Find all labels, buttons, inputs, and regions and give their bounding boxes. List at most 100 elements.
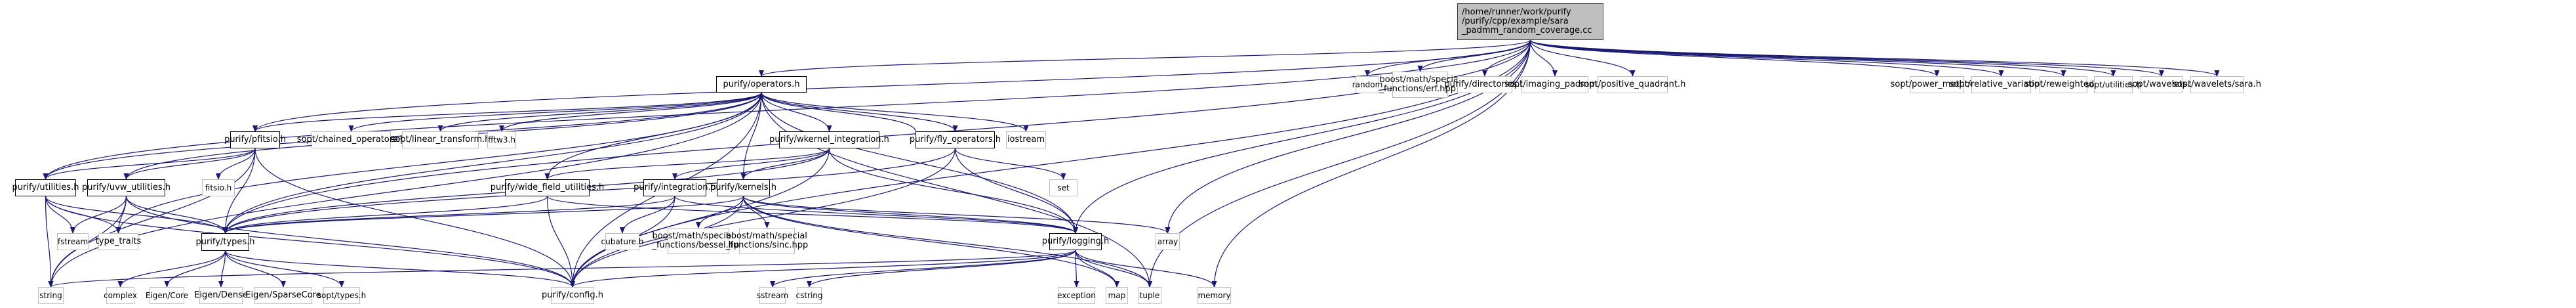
edge-logging-to-string — [49, 250, 1076, 288]
edge-kernels-to-map — [742, 196, 1119, 288]
node-pfitsio[interactable]: purify/pfitsio.h — [224, 131, 286, 148]
node-set: set — [1049, 179, 1077, 196]
edge-logging-to-cstring — [807, 250, 1076, 288]
node-map: map — [1106, 287, 1128, 304]
node-imaging-padmm: sopt/imaging_padmm.h — [1504, 76, 1605, 93]
edge-operators-to-types — [222, 92, 762, 234]
edge-root-to-positive_quadrant — [1529, 39, 1636, 77]
node-wavelets: sopt/wavelets.h — [2128, 76, 2195, 93]
node-types[interactable]: purify/types.h — [195, 233, 255, 251]
node-logging[interactable]: purify/logging.h — [1042, 233, 1109, 250]
node-cubature: cubature.h — [601, 233, 643, 250]
node-erf: boost/math/special _functions/erf.hpp — [1379, 72, 1461, 98]
node-fitsio: fitsio.h — [202, 179, 235, 196]
node-linear-transform: sopt/linear_transform.h — [391, 131, 490, 148]
node-bessel: boost/math/special _functions/bessel.hpp — [652, 228, 745, 254]
node-array: array — [1156, 233, 1180, 250]
node-positive-quadrant: sopt/positive_quadrant.h — [1580, 76, 1685, 93]
edge-wkernel-to-widefield — [544, 148, 830, 180]
node-complex: complex — [104, 287, 137, 304]
node-type-traits: type_traits — [96, 233, 141, 250]
edge-root-to-wavelets — [1529, 39, 2164, 77]
edge-uvw-to-fstream — [70, 196, 127, 234]
edge-operators-to-fly — [761, 92, 958, 132]
edge-widefield-to-types — [222, 196, 548, 234]
edge-uvw-to-config — [125, 196, 575, 288]
node-config: purify/config.h — [542, 287, 603, 304]
edge-operators-to-kernels — [740, 92, 762, 180]
edge-logging-to-sstream — [770, 250, 1076, 288]
edge-kernels-to-types — [222, 196, 744, 234]
edge-operators-to-type_traits — [115, 92, 762, 234]
edge-operators-to-widefield — [544, 92, 762, 180]
edge-operators-to-string — [48, 92, 762, 288]
edge-integration-to-cubature — [620, 196, 675, 234]
node-kernels[interactable]: purify/kernels.h — [710, 179, 776, 196]
edge-root-to-pfitsio — [252, 39, 1531, 132]
node-sinc: boost/math/special _functions/sinc.hpp — [726, 228, 808, 254]
edge-logging-to-exception — [1074, 250, 1079, 288]
edge-utilities-to-string — [45, 196, 54, 288]
node-string: string — [38, 287, 64, 304]
edge-operators-to-linear_transform — [437, 92, 762, 132]
edge-types-to-eigen_core — [164, 250, 226, 288]
edge-operators-to-wkernel — [761, 92, 832, 132]
node-wkernel[interactable]: purify/wkernel_integration.h — [769, 131, 889, 148]
edge-operators-to-fftw3 — [499, 92, 762, 132]
edge-root-to-operators — [759, 39, 1531, 77]
node-fstream: fstream — [57, 233, 89, 250]
node-operators[interactable]: purify/operators.h — [716, 76, 807, 93]
node-sopt-types: sopt/types.h — [317, 287, 366, 304]
node-widefield[interactable]: purify/wide_field_utilities.h — [491, 179, 604, 196]
edge-operators-to-tuple — [761, 92, 1152, 288]
edge-integration-to-types — [222, 196, 675, 234]
edge-fly-to-types — [222, 148, 956, 234]
edge-operators-to-chained — [348, 92, 762, 132]
edge-integration-to-logging — [674, 196, 1078, 234]
node-uvw[interactable]: purify/uvw_utilities.h — [82, 179, 171, 196]
node-eigen-sparse: Eigen/SparseCore — [245, 287, 321, 304]
edge-wkernel-to-logging — [828, 148, 1078, 234]
edge-root-to-sara — [1529, 39, 2220, 77]
node-integration[interactable]: purify/integration.h — [634, 179, 716, 196]
edge-kernels-to-bessel — [696, 196, 744, 229]
node-sstream: sstream — [757, 287, 788, 304]
edge-wkernel-to-integration — [672, 148, 830, 180]
edge-operators-to-logging — [761, 92, 1078, 234]
edge-wkernel-to-kernels — [740, 148, 830, 180]
node-cstring: cstring — [795, 287, 823, 304]
edge-types-to-eigen_sparse — [224, 250, 286, 288]
edge-operators-to-iostream — [761, 92, 1029, 132]
edge-types-to-config — [224, 250, 575, 288]
edge-root-to-imaging_padmm — [1529, 39, 1558, 77]
edge-logging-to-map — [1075, 250, 1119, 288]
edge-types-to-sopt_types — [224, 250, 344, 288]
edge-pfitsio-to-uvw — [123, 148, 256, 180]
edge-types-to-complex — [117, 250, 226, 288]
edge-logging-to-memory — [1075, 250, 1217, 288]
edge-root-to-array — [1165, 39, 1531, 234]
edge-operators-to-pfitsio — [252, 92, 762, 132]
node-sopt-utilities: sopt/utilities.h — [2085, 76, 2141, 93]
edge-fly-to-config — [570, 148, 956, 288]
edge-utilities-to-fstream — [45, 196, 75, 234]
edge-kernels-to-logging — [742, 196, 1078, 234]
node-power-method: sopt/power_method.h — [1891, 76, 1983, 93]
edge-fly-to-operators — [759, 92, 916, 132]
edge-utilities-to-config — [45, 196, 575, 288]
edge-logging-to-tuple — [1075, 250, 1152, 288]
node-eigen-dense: Eigen/Dense — [194, 287, 248, 304]
node-memory: memory — [1197, 287, 1231, 304]
edge-root-to-erf — [1417, 39, 1531, 72]
edge-types-to-eigen_dense — [218, 250, 226, 288]
edge-kernels-to-config — [570, 196, 744, 288]
node-iostream: iostream — [1006, 131, 1046, 148]
node-reweighted: sopt/reweighted.h — [2025, 76, 2102, 93]
node-root[interactable]: /home/runner/work/purify /purify/cpp/exa… — [1457, 3, 1603, 40]
node-relative-variation: sopt/relative_variation.h — [1950, 76, 2053, 93]
node-fly[interactable]: purify/fly_operators.h — [910, 131, 1001, 148]
edge-utilities-to-types — [45, 196, 228, 234]
node-utilities[interactable]: purify/utilities.h — [12, 179, 79, 196]
